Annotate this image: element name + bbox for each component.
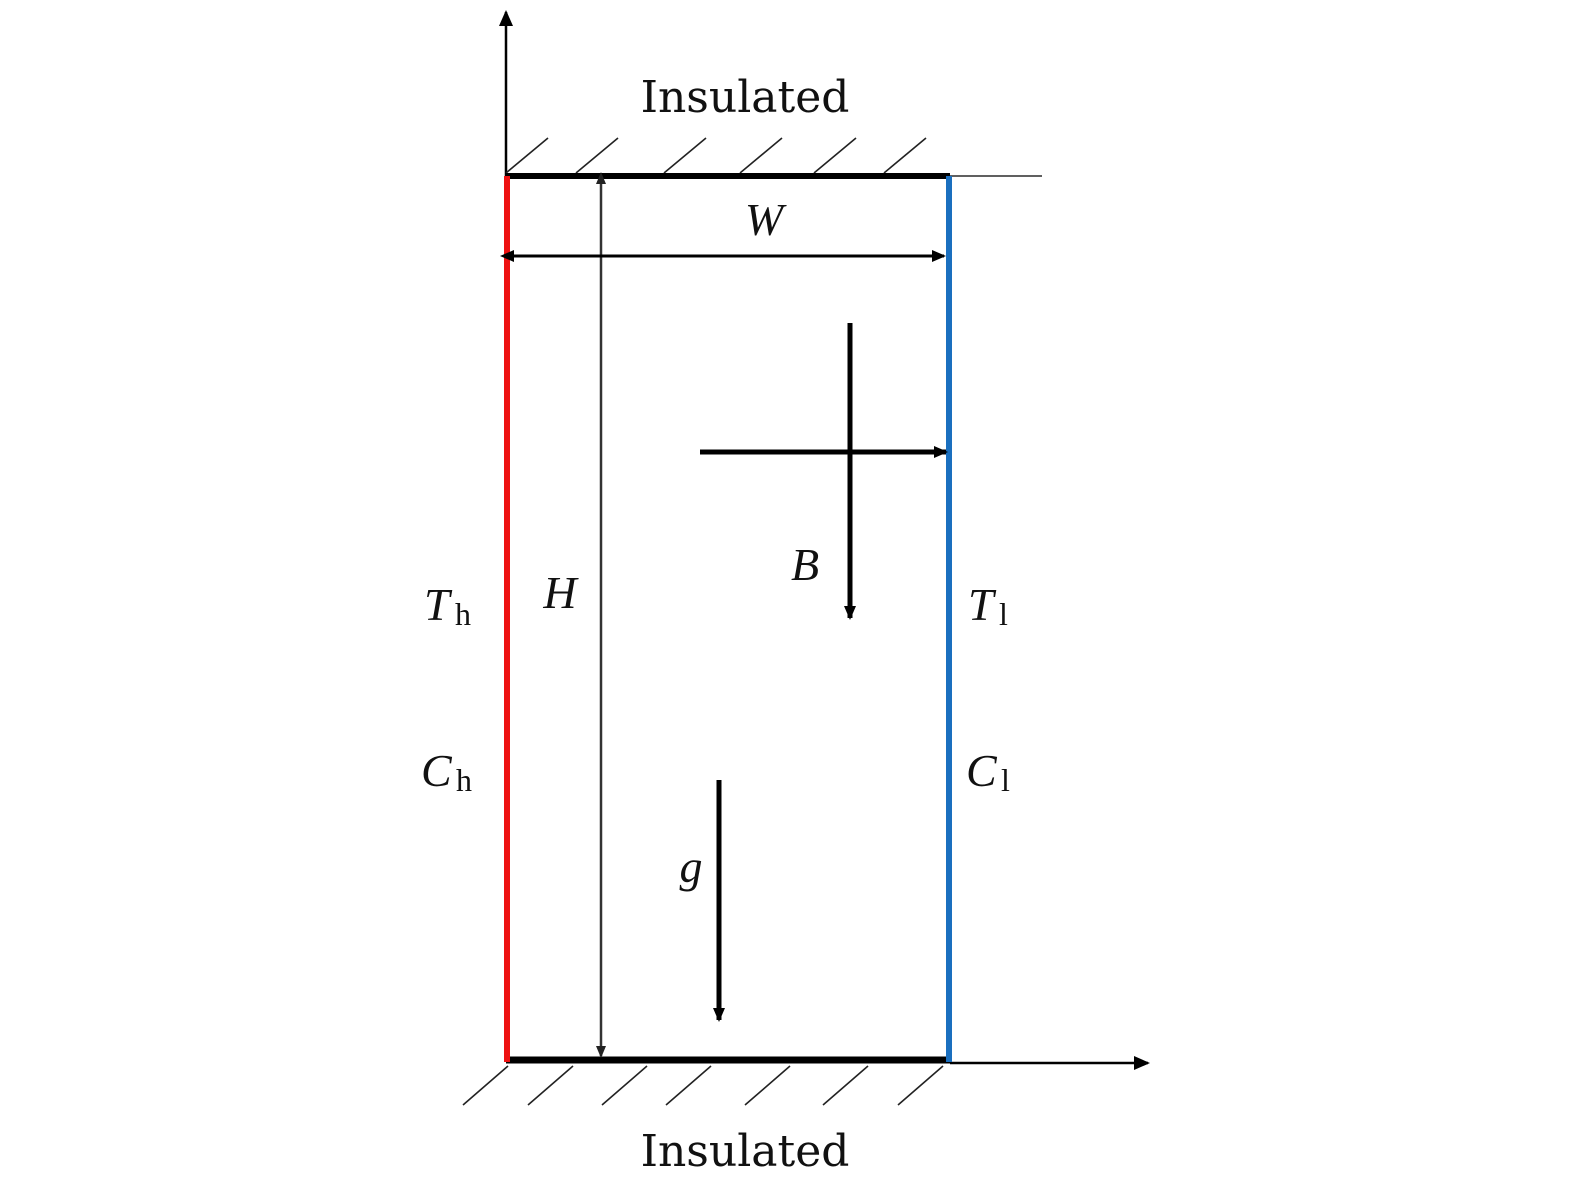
cold-concentration-subscript: l [1001, 762, 1010, 798]
gravity-label: g [680, 841, 703, 892]
width-label: W [745, 194, 787, 245]
hot-concentration-symbol: C [421, 745, 453, 796]
cold-temperature-label: T l [968, 579, 1008, 632]
hot-temperature-symbol: T [424, 579, 453, 630]
cold-temperature-subscript: l [999, 596, 1008, 632]
cold-concentration-label: C l [966, 745, 1010, 798]
magnetic-field-label: B [791, 539, 819, 590]
bottom-hatching [462, 1065, 944, 1106]
height-label: H [542, 567, 579, 618]
hot-concentration-subscript: h [456, 762, 472, 798]
cold-temperature-symbol: T [968, 579, 997, 630]
hot-temperature-label: T h [424, 579, 471, 632]
hot-concentration-label: C h [421, 745, 472, 798]
hot-temperature-subscript: h [455, 596, 471, 632]
top-insulated-label: Insulated [641, 72, 850, 123]
bottom-insulated-label: Insulated [641, 1126, 850, 1177]
top-hatching [505, 137, 927, 174]
cold-concentration-symbol: C [966, 745, 998, 796]
